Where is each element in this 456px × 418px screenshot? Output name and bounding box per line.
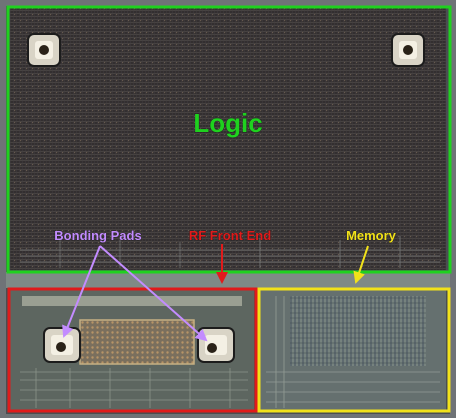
bond-pad-top-left — [27, 33, 61, 67]
logic-area — [10, 8, 446, 270]
bonding-pads-label: Bonding Pads — [54, 228, 141, 243]
bonding-pads-arrows — [62, 245, 208, 342]
logic-outline — [6, 5, 452, 274]
memory-array — [290, 296, 426, 366]
memory-label: Memory — [346, 228, 397, 243]
rf-core — [79, 319, 195, 365]
memory-arrow — [353, 245, 369, 284]
rf-front-end-label: RF Front End — [189, 228, 271, 243]
bond-pad-lower-left — [43, 327, 81, 363]
logic-routing — [20, 236, 440, 268]
bond-pad-top-right — [391, 33, 425, 67]
memory-outline — [257, 287, 451, 413]
memory-periphery — [266, 296, 440, 408]
logic-haze — [10, 8, 446, 270]
logic-label: Logic — [193, 108, 262, 138]
bond-pad-lower-right — [197, 327, 235, 363]
rf-wiring — [20, 368, 248, 408]
rf-outline — [7, 287, 258, 413]
rf-bus — [22, 296, 242, 306]
die-strip — [6, 272, 450, 288]
